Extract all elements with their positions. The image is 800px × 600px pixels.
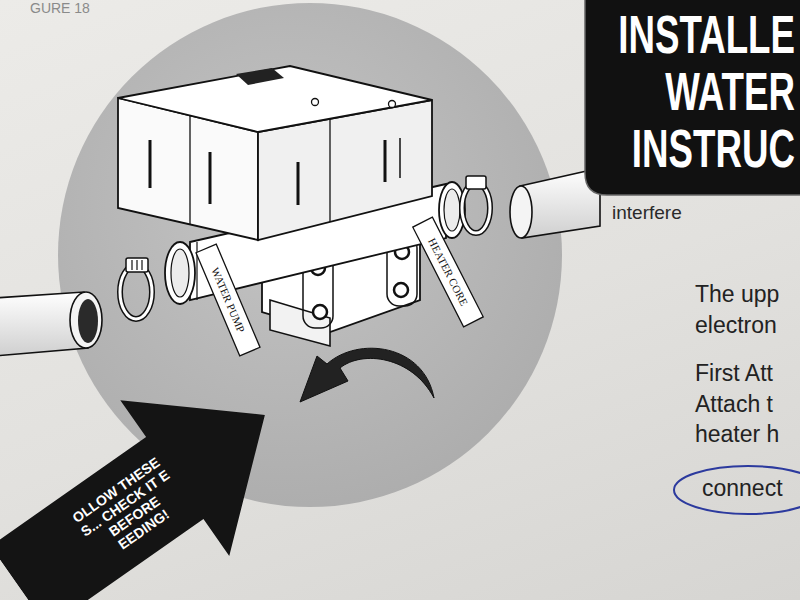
pipe-inlet-bore [171, 249, 189, 297]
pen-circle [674, 466, 800, 514]
screw [389, 101, 396, 108]
control-box-top [118, 66, 432, 132]
hose-opening [78, 299, 98, 343]
arrow-shape [0, 337, 319, 600]
heading-text: INSTALLE WATER INSTRUC [591, 6, 795, 177]
body-text: First Att [695, 360, 773, 386]
mounting-tab [270, 300, 330, 346]
hose-rim [510, 186, 532, 238]
hose-clamp-band [120, 265, 152, 319]
body-text: Attach t [695, 391, 773, 417]
body-text: The upp [695, 281, 779, 307]
body-text: connect [702, 475, 783, 501]
tag-label: WATER PUMP [209, 266, 248, 335]
body-text: heater h [695, 421, 779, 447]
screw [312, 99, 319, 106]
grey-disc [58, 3, 562, 507]
clamp-screw-housing [126, 258, 148, 272]
tag-ribbon [196, 244, 260, 356]
clamp-screw-slot [141, 260, 142, 270]
bolt-hole [394, 283, 408, 297]
clamp-screw-slot [131, 260, 132, 270]
clamp-screw-housing [466, 176, 486, 189]
pipe-inlet [165, 242, 195, 304]
pipe-ridge [196, 242, 197, 300]
box-seam [189, 116, 190, 225]
connector-port [236, 68, 284, 85]
instruction-arrow: OLLOW THESE S... CHECK IT E BEFORE EEDIN… [0, 333, 322, 600]
tag-ribbon [413, 217, 483, 327]
body-text: interfere [612, 202, 682, 224]
vent-slot [384, 140, 387, 182]
figure-number: GURE 18 [30, 0, 90, 16]
hose-rim [70, 292, 102, 348]
bolt-hole [313, 305, 327, 319]
hose-clamp [120, 265, 152, 319]
rotation-arrow [300, 348, 434, 402]
body-text: electron [695, 312, 777, 338]
heading-panel [585, 0, 800, 195]
vent-slot [297, 162, 300, 205]
pipe-outlet-bore [444, 189, 460, 231]
vent-slot [209, 152, 212, 204]
hose-clamp-band [462, 183, 490, 233]
clamp-screw-slot [136, 260, 137, 270]
hose-clamp [462, 183, 490, 233]
vent-slot [399, 138, 401, 178]
tag-label: HEATER CORE [426, 236, 471, 308]
box-seam [329, 119, 330, 222]
vent-slot [149, 140, 152, 188]
